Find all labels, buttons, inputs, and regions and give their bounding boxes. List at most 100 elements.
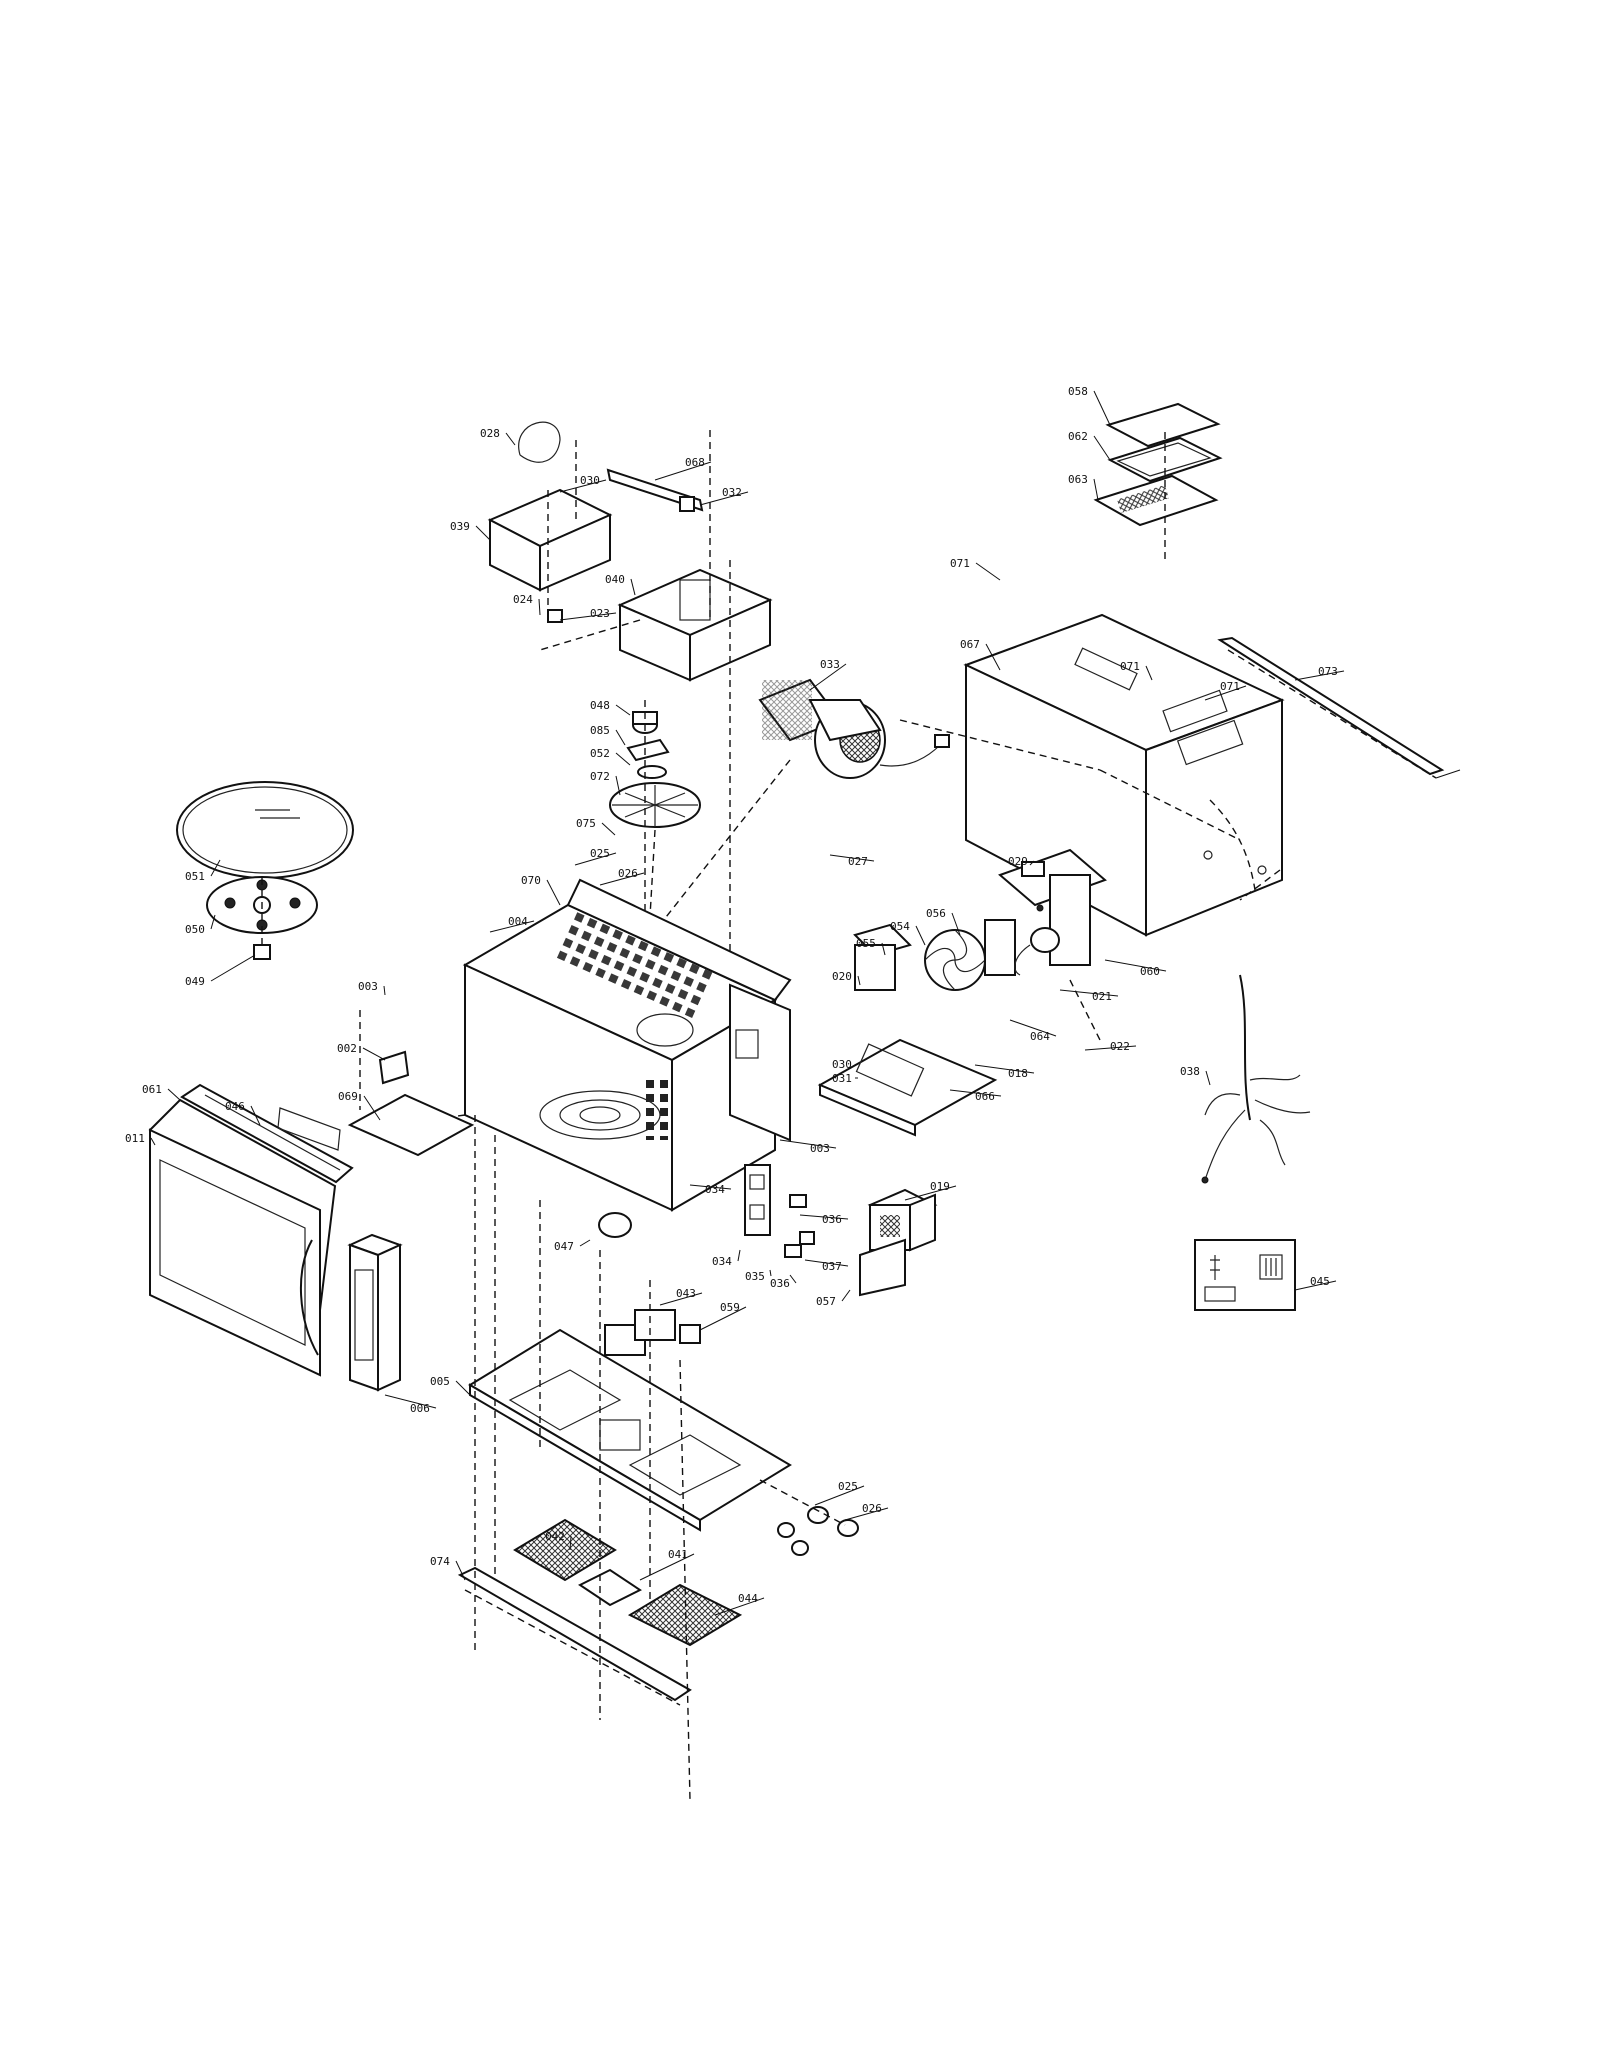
assembly-guide-lines — [359, 769, 1281, 1801]
leader-line-p011 — [150, 1137, 156, 1146]
leader-line-p074 — [455, 1560, 466, 1581]
part-label-p068: 068 — [685, 456, 705, 469]
part-label-p051: 051 — [185, 870, 205, 883]
part-label-p025a: 025 — [590, 847, 610, 860]
turntable-tray — [176, 781, 354, 879]
grease-filter-left — [513, 1518, 617, 1582]
leader-line-p024 — [538, 598, 541, 616]
leader-line-p070 — [546, 879, 561, 906]
leader-line-p038 — [1205, 1070, 1211, 1086]
part-label-p055: 055 — [856, 937, 876, 950]
part-label-p071c: 071 — [1220, 680, 1240, 693]
leader-line-p067 — [985, 643, 1001, 671]
part-label-p018: 018 — [1008, 1067, 1028, 1080]
part-label-p045: 045 — [1310, 1275, 1330, 1288]
part-label-p049: 049 — [185, 975, 205, 988]
lamp-cover — [578, 1568, 642, 1607]
leader-line-p051 — [210, 859, 221, 877]
base-plate-right — [817, 979, 1101, 1137]
part-label-p056: 056 — [926, 907, 946, 920]
grease-filter-right — [627, 1583, 743, 1647]
turntable-drive-stack — [609, 700, 701, 1100]
part-label-p011: 011 — [125, 1132, 145, 1145]
leader-line-p028a — [505, 432, 516, 446]
part-label-p044: 044 — [738, 1592, 758, 1605]
part-label-p036b: 036 — [770, 1277, 790, 1290]
part-label-p043: 043 — [676, 1287, 696, 1300]
part-label-p031: 031 — [832, 1072, 852, 1085]
leader-line-p002 — [362, 1047, 386, 1061]
part-label-p042: 042 — [545, 1530, 565, 1543]
hardware-kit-box — [1194, 1239, 1296, 1311]
leader-line-p030b — [854, 1063, 859, 1066]
leader-line-p034a — [689, 1184, 732, 1190]
part-label-p003b: 003 — [810, 1142, 830, 1155]
part-label-p032: 032 — [722, 486, 742, 499]
leader-line-p066 — [949, 1089, 1002, 1097]
leader-line-p036a — [799, 1214, 849, 1220]
part-label-p041: 041 — [668, 1548, 688, 1561]
part-label-p035: 035 — [745, 1270, 765, 1283]
leader-line-p044 — [714, 1597, 765, 1616]
leader-line-p034b — [737, 1249, 741, 1262]
part-label-p058: 058 — [1068, 385, 1088, 398]
part-labels: 0580620630710670710710730280300680320390… — [125, 385, 1345, 1616]
front-grille — [457, 1566, 692, 1706]
leader-line-p029 — [1029, 860, 1035, 866]
leader-line-p058 — [1093, 390, 1111, 426]
leader-line-p022 — [1084, 1045, 1137, 1051]
part-label-p066: 066 — [975, 1090, 995, 1103]
leader-line-p056 — [951, 912, 961, 936]
part-label-p023: 023 — [590, 607, 610, 620]
part-label-p046: 046 — [225, 1100, 245, 1113]
part-label-p022: 022 — [1110, 1040, 1130, 1053]
leader-line-p037 — [804, 1259, 849, 1267]
leader-line-p046 — [250, 1105, 261, 1126]
cooling-fan — [924, 919, 1016, 991]
part-label-p025b: 025 — [838, 1480, 858, 1493]
part-label-p036a: 036 — [822, 1213, 842, 1226]
leader-line-p004 — [489, 920, 535, 933]
part-label-p003a: 003 — [358, 980, 378, 993]
door-choke — [180, 1083, 354, 1184]
leader-line-p061 — [167, 1088, 181, 1101]
part-label-p021: 021 — [1092, 990, 1112, 1003]
leader-line-p062 — [1093, 435, 1111, 461]
leader-line-p054 — [915, 925, 926, 946]
leader-line-p064 — [1009, 1019, 1057, 1037]
leader-line-p063 — [1093, 478, 1099, 501]
part-label-p048: 048 — [590, 699, 610, 712]
leader-line-p027 — [829, 854, 875, 862]
part-label-p040: 040 — [605, 573, 625, 586]
part-label-p071b: 071 — [1120, 660, 1140, 673]
fan-motor-bracket — [998, 848, 1107, 966]
high-voltage-capacitor — [853, 923, 912, 991]
roller-ring — [206, 876, 318, 945]
leader-line-p068 — [654, 461, 712, 481]
part-label-p072: 072 — [590, 770, 610, 783]
leader-line-p003b — [779, 1139, 837, 1149]
part-label-p030b: 030 — [832, 1058, 852, 1071]
leader-line-p047 — [579, 1239, 591, 1247]
part-label-p026a: 026 — [618, 867, 638, 880]
leader-line-p052 — [615, 752, 631, 766]
door-seal-frame — [277, 1107, 341, 1151]
part-label-p002: 002 — [337, 1042, 357, 1055]
charcoal-filter-group — [1093, 402, 1223, 560]
part-label-p028a: 028 — [480, 427, 500, 440]
part-label-p059: 059 — [720, 1301, 740, 1314]
part-label-p052: 052 — [590, 747, 610, 760]
high-voltage-transformer — [867, 1188, 938, 1252]
leader-line-p032 — [699, 491, 749, 506]
leader-line-p072 — [615, 775, 621, 796]
part-label-p074: 074 — [430, 1555, 450, 1568]
part-label-p029: 029 — [1008, 855, 1028, 868]
part-label-p057: 057 — [816, 1295, 836, 1308]
door-assembly — [148, 1098, 337, 1377]
leader-line-p042 — [569, 1535, 572, 1551]
wire-harness — [1201, 974, 1311, 1184]
leader-line-p020 — [857, 975, 861, 986]
leader-line-p071a — [975, 562, 1001, 581]
leader-line-p026b — [844, 1507, 889, 1521]
